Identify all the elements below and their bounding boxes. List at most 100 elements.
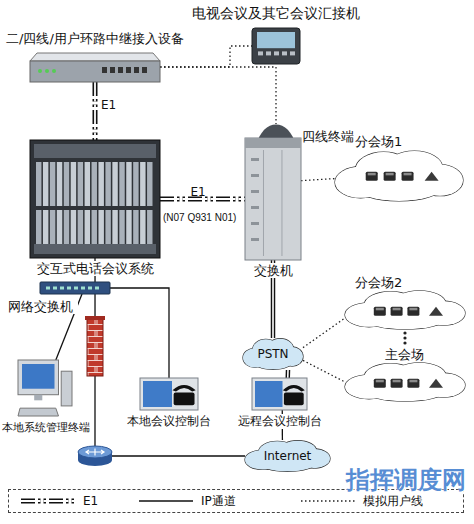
- node-icon: [40, 282, 110, 294]
- connector-line: [286, 370, 291, 378]
- cabinet-vent: [251, 158, 259, 161]
- node-label: 网络交换机: [8, 299, 78, 314]
- dot: [403, 341, 406, 344]
- node-icon: [345, 362, 465, 402]
- device-node: 二/四线/用户环路中继接入设备: [30, 52, 160, 82]
- status-light: [38, 69, 42, 73]
- console-frame: [252, 378, 307, 410]
- phone-body: [366, 172, 378, 181]
- device-node: 交换机: [245, 138, 301, 260]
- switch-light: [67, 287, 71, 290]
- legend-text: 模拟用户线: [363, 494, 423, 508]
- phone-body: [402, 172, 414, 181]
- node-icon: [345, 290, 465, 330]
- node-label: 交换机: [243, 263, 303, 278]
- router-symbol: [78, 446, 112, 466]
- status-light: [52, 69, 56, 73]
- device-node: 本地系统管理终端: [18, 360, 72, 416]
- device-key: [258, 51, 263, 55]
- rack-card: [147, 162, 152, 206]
- protocol-note: (N07 Q931 N01): [163, 211, 253, 225]
- device-key: [266, 51, 271, 55]
- legend-swatch: [137, 495, 195, 507]
- switch-light: [53, 287, 57, 290]
- cabinet-door: [263, 150, 281, 256]
- connector-line: [301, 500, 355, 501]
- cabinet-vent: [251, 222, 259, 225]
- rack-card: [78, 162, 83, 206]
- device-key: [290, 51, 295, 55]
- node-icon: [252, 378, 307, 410]
- rack-card: [85, 162, 90, 206]
- port: [110, 67, 115, 73]
- cabinet-body: [245, 138, 301, 260]
- legend-swatch: [19, 495, 77, 507]
- node-label: 本地会议控制台: [114, 414, 224, 429]
- port: [126, 67, 131, 73]
- firewall-wall: [87, 318, 103, 376]
- node-icon: [18, 360, 72, 416]
- node-label: Internet: [245, 449, 330, 464]
- firewall-symbol: [85, 316, 105, 376]
- phone-base: [174, 392, 195, 405]
- console-screen: [143, 381, 172, 407]
- cabinet-top: [245, 138, 301, 148]
- console-frame: [140, 378, 198, 410]
- device-node: 电视会议及其它会议汇接机: [252, 28, 300, 64]
- phone-handset: [386, 173, 394, 176]
- rack-card: [64, 162, 69, 206]
- node-label: 分会场1: [355, 134, 415, 149]
- rack-card: [140, 162, 145, 206]
- node-icon: [30, 140, 160, 258]
- device-top: [30, 53, 160, 61]
- node-icon: [140, 378, 198, 410]
- connector: [287, 370, 288, 378]
- phone-body: [407, 307, 419, 316]
- device-node: 本地会议控制台: [140, 378, 198, 410]
- phone-body: [374, 307, 386, 316]
- port: [142, 67, 147, 73]
- device-body: [252, 28, 300, 64]
- rack-card: [50, 162, 55, 206]
- node-icon: [335, 150, 463, 202]
- rack-card: [98, 162, 103, 206]
- device-node: 交互式电话会议系统: [30, 140, 160, 258]
- node-label: 电视会议及其它会议汇接机: [186, 6, 366, 21]
- switch-light: [95, 287, 99, 290]
- connector-line: [301, 179, 335, 181]
- node-icon: [245, 138, 301, 260]
- cloud-outline: [364, 379, 446, 401]
- console-screen: [255, 381, 283, 407]
- node-label: PSTN: [243, 347, 303, 362]
- node-icon: [30, 52, 160, 82]
- rack-card: [71, 162, 76, 206]
- rack-header: [34, 144, 156, 158]
- speaker-dome: [425, 172, 439, 181]
- connector-line: [303, 318, 345, 348]
- connector: [301, 179, 335, 181]
- phone-handset: [283, 385, 305, 392]
- phone-base: [284, 392, 304, 405]
- rack-card: [43, 162, 48, 206]
- cabinet-vent: [251, 190, 259, 193]
- cabinet-vent: [251, 174, 259, 177]
- cloud-outline: [355, 172, 442, 201]
- status-light: [45, 69, 49, 73]
- connector-line: [139, 500, 193, 501]
- router-top: [78, 446, 112, 458]
- legend-text: E1: [83, 494, 98, 508]
- cabinet-vent: [251, 206, 259, 209]
- connector: [95, 294, 245, 456]
- phone-body: [391, 307, 403, 316]
- port: [102, 67, 107, 73]
- node-label: 分会场2: [355, 275, 415, 290]
- pc-tower: [61, 371, 72, 406]
- device-node: 网络交换机: [40, 282, 110, 294]
- connector: [160, 67, 276, 124]
- phone-handset: [409, 380, 417, 383]
- switch-light: [88, 287, 92, 290]
- cloud-fill: [364, 307, 446, 329]
- dot: [403, 331, 406, 334]
- phone-handset: [393, 380, 401, 383]
